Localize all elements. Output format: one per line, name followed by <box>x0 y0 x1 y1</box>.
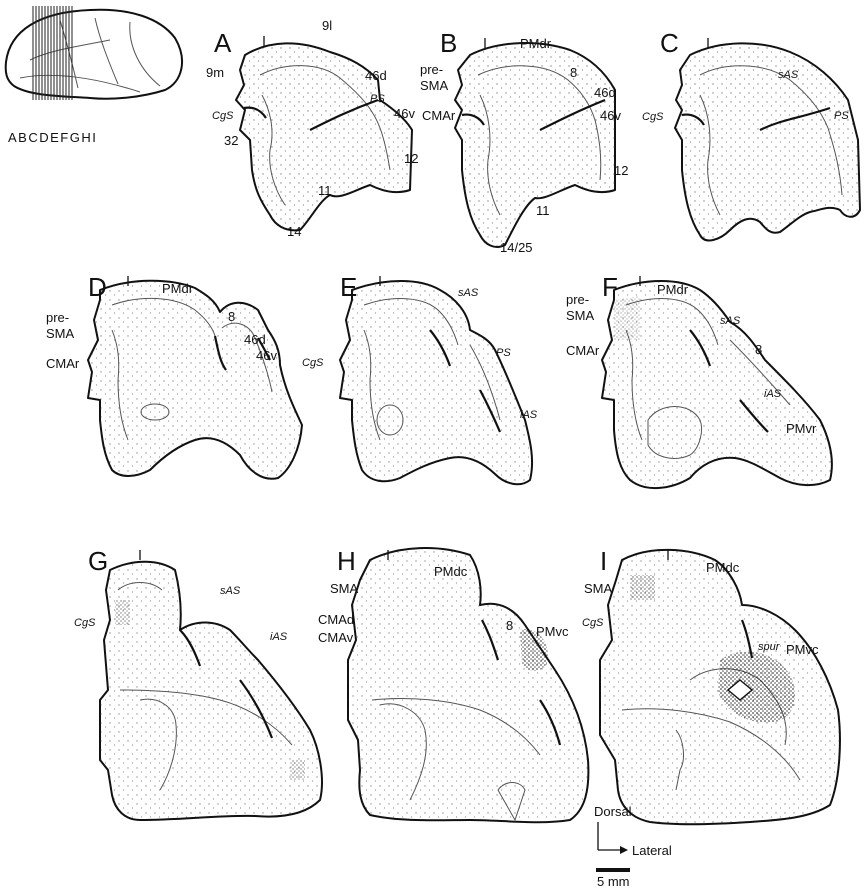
label-8-f: 8 <box>755 342 762 357</box>
label-cgs-g: CgS <box>74 617 96 629</box>
scale-bar <box>596 868 630 872</box>
label-ps-e: PS <box>496 347 511 359</box>
panel-b <box>455 43 615 247</box>
label-cgs-i: CgS <box>582 617 604 629</box>
section-letters: ABCDEFGHI <box>8 130 97 145</box>
panel-e-letter: E <box>340 272 357 302</box>
label-pmvc-i: PMvc <box>786 642 819 657</box>
label-pmdr-d: PMdr <box>162 281 194 296</box>
label-pmvr: PMvr <box>786 421 817 436</box>
label-sma-f: SMA <box>566 308 595 323</box>
brain-lateral-view <box>6 6 182 100</box>
label-sma-h: SMA <box>330 581 359 596</box>
panel-a-letter: A <box>214 28 232 58</box>
label-sma-d: SMA <box>46 326 75 341</box>
label-ps-c: PS <box>834 110 849 122</box>
label-46d: 46d <box>365 68 387 83</box>
panel-f <box>602 281 832 488</box>
label-11-b: 11 <box>536 203 550 218</box>
label-32: 32 <box>224 133 238 148</box>
label-pre-b: pre- <box>420 62 443 77</box>
label-8-h: 8 <box>506 618 513 633</box>
label-ias-f: iAS <box>764 388 782 400</box>
label-8-b: 8 <box>570 65 577 80</box>
label-pmvc-h: PMvc <box>536 624 569 639</box>
panel-h <box>348 548 588 822</box>
label-dorsal: Dorsal <box>594 804 632 819</box>
label-pmdr-b: PMdr <box>520 36 552 51</box>
label-46d-d: 46d <box>244 332 266 347</box>
panel-b-letter: B <box>440 28 457 58</box>
label-cmar-b: CMAr <box>422 108 456 123</box>
label-11: 11 <box>318 183 332 198</box>
label-sas-c: sAS <box>778 69 799 81</box>
label-46v-d: 46v <box>256 348 277 363</box>
label-cmav: CMAv <box>318 630 354 645</box>
panel-e <box>340 281 532 484</box>
label-sma-b: SMA <box>420 78 449 93</box>
label-sas-g: sAS <box>220 585 241 597</box>
label-ias-e: iAS <box>520 409 538 421</box>
label-sas-f: sAS <box>720 315 741 327</box>
label-9l: 9l <box>322 18 332 33</box>
label-sas-e: sAS <box>458 287 479 299</box>
label-46v: 46v <box>394 106 415 121</box>
label-ps: PS <box>370 93 385 105</box>
label-ias-g: iAS <box>270 631 288 643</box>
label-pmdc-i: PMdc <box>706 560 740 575</box>
label-lateral: Lateral <box>632 843 672 858</box>
label-cmad: CMAd <box>318 612 354 627</box>
label-cmar-f: CMAr <box>566 343 600 358</box>
panel-i <box>600 550 840 824</box>
label-cgs-c: CgS <box>642 111 664 123</box>
label-pre-f: pre- <box>566 292 589 307</box>
panel-c <box>675 43 860 240</box>
label-scale: 5 mm <box>597 874 630 889</box>
panel-g <box>100 562 322 820</box>
label-14-25: 14/25 <box>500 240 533 255</box>
panel-c-letter: C <box>660 28 679 58</box>
label-cgs-e: CgS <box>302 357 324 369</box>
label-pmdc-h: PMdc <box>434 564 468 579</box>
label-14: 14 <box>287 224 301 239</box>
panel-d-letter: D <box>88 272 107 302</box>
label-cmar-d: CMAr <box>46 356 80 371</box>
label-spur: spur <box>758 641 781 653</box>
label-46d-b: 46d <box>594 85 616 100</box>
label-12: 12 <box>404 151 418 166</box>
label-pmdr-f: PMdr <box>657 282 689 297</box>
label-8-d: 8 <box>228 309 235 324</box>
label-cgs: CgS <box>212 110 234 122</box>
panel-d <box>88 281 302 479</box>
panel-g-letter: G <box>88 546 108 576</box>
label-12-b: 12 <box>614 163 628 178</box>
panel-i-letter: I <box>600 546 607 576</box>
panel-f-letter: F <box>602 272 618 302</box>
label-pre-d: pre- <box>46 310 69 325</box>
label-46v-b: 46v <box>600 108 621 123</box>
label-9m: 9m <box>206 65 224 80</box>
label-sma-i: SMA <box>584 581 613 596</box>
panel-h-letter: H <box>337 546 356 576</box>
